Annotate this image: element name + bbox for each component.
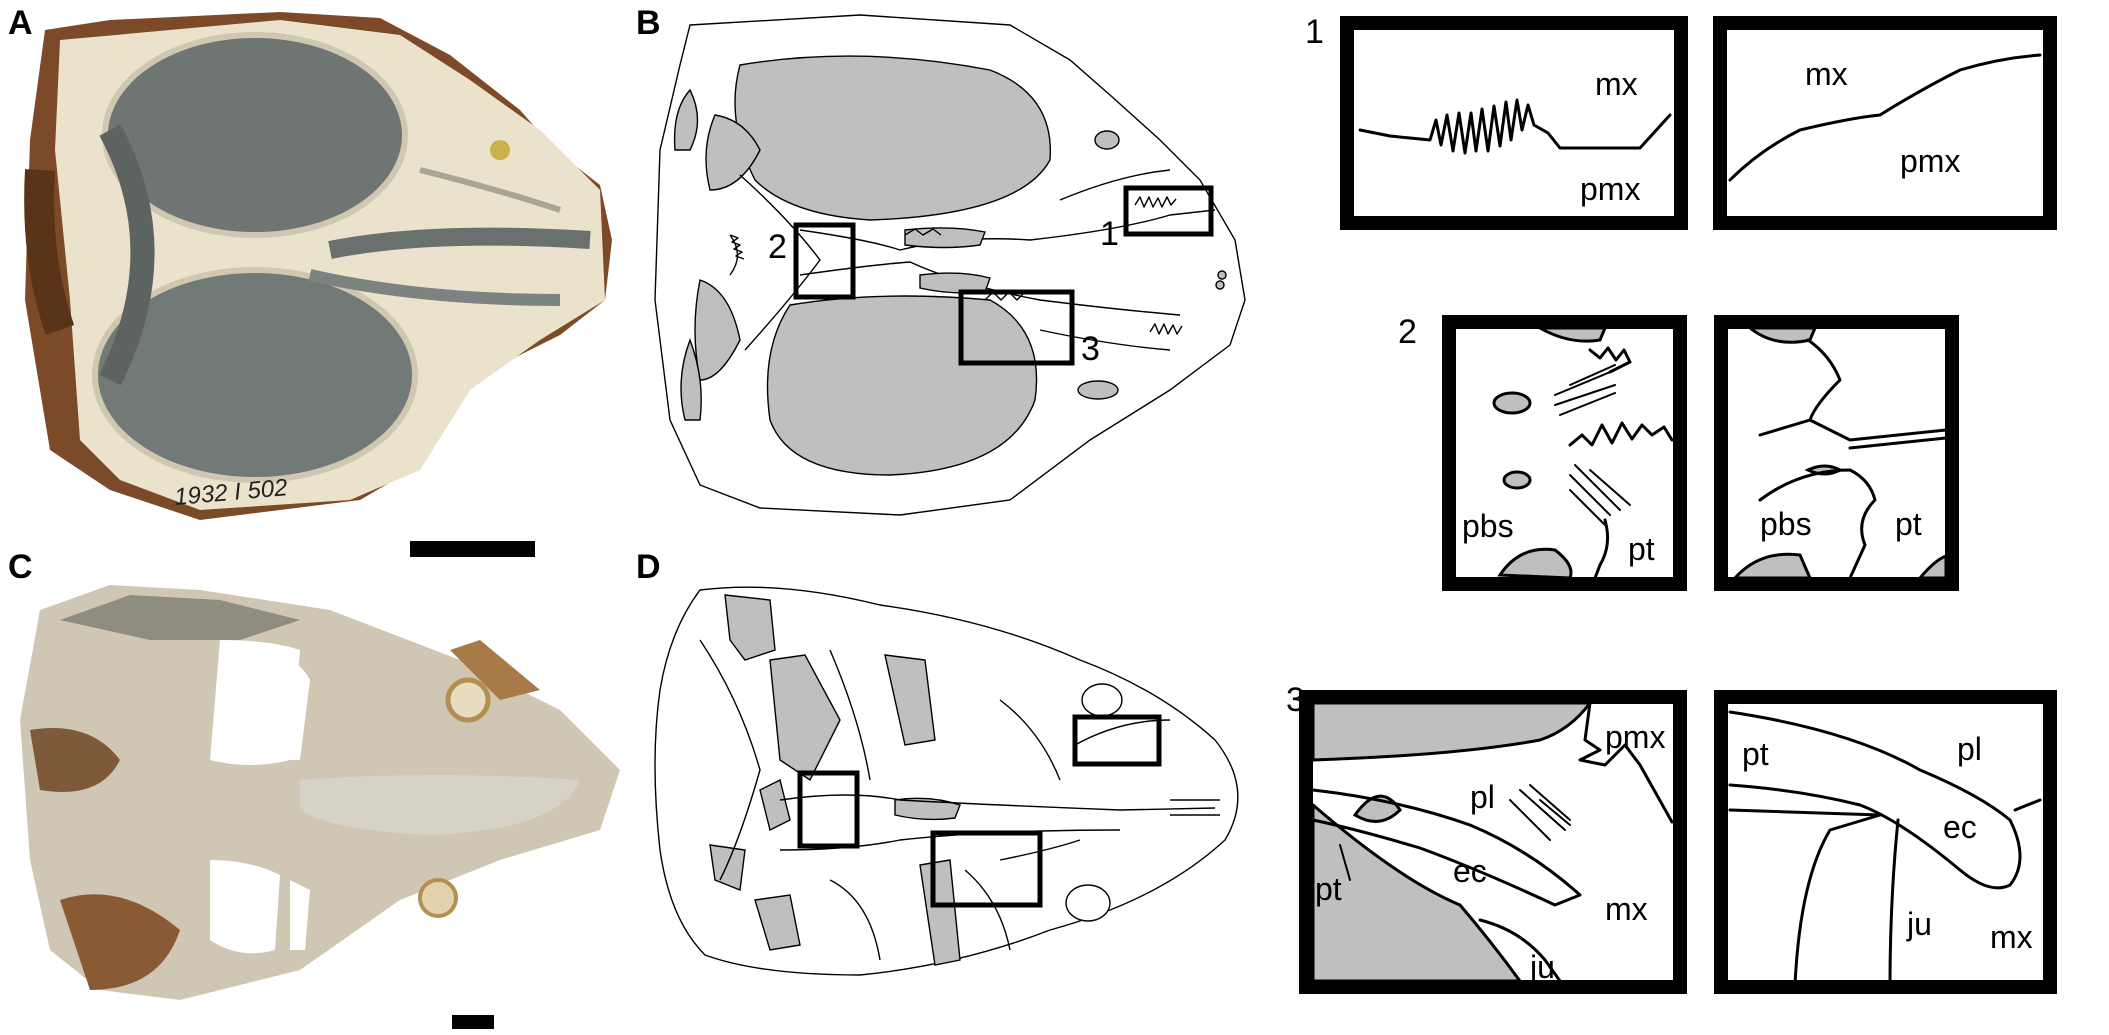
inset-2-right-label-pt: pt (1895, 506, 1922, 542)
inset-3-right: pt pl ec ju mx (1714, 690, 2057, 994)
inset-2-right: pbs pt (1714, 315, 1959, 591)
inset-3-left-label-ju: ju (1529, 949, 1555, 985)
inset-2-right-label-pbs: pbs (1760, 506, 1812, 542)
inset-1-left-label-pmx: pmx (1580, 171, 1640, 207)
inset-1-right: mx pmx (1713, 16, 2057, 230)
box-label-3: 3 (1081, 330, 1100, 368)
inset-box-2-dorsal (793, 222, 856, 300)
inset-box-3-dorsal (958, 289, 1075, 366)
panel-c-photo (20, 585, 620, 1000)
inset-1-right-label-pmx: pmx (1900, 143, 1960, 179)
inset-1-left-label-mx: mx (1595, 66, 1638, 102)
inset-2-left: pbs pt (1442, 315, 1687, 591)
box-label-1: 1 (1100, 215, 1119, 253)
panel-label-b: B (636, 4, 661, 42)
panel-label-d: D (636, 548, 661, 586)
inset-box-1-dorsal (1123, 185, 1214, 237)
inset-3-right-label-mx: mx (1990, 919, 2033, 955)
inset-3-left-label-pmx: pmx (1605, 719, 1665, 755)
inset-1-right-label-mx: mx (1805, 56, 1848, 92)
inset-3-left-label-pt: pt (1315, 871, 1342, 907)
inset-number-1: 1 (1305, 13, 1324, 51)
panel-a-photo: 1932 I 502 (24, 12, 612, 520)
inset-box-1-ventral (1072, 714, 1162, 767)
panel-label-c: C (8, 548, 33, 586)
inset-3-right-label-ju: ju (1906, 906, 1932, 942)
scale-bar-c (452, 1015, 494, 1029)
box-label-2: 2 (768, 228, 787, 266)
inset-box-3-ventral (930, 830, 1043, 908)
scale-bar-a (410, 541, 535, 557)
inset-3-right-label-pl: pl (1957, 731, 1982, 767)
inset-3-left-label-ec: ec (1453, 853, 1487, 889)
inset-3-left-label-pl: pl (1470, 779, 1495, 815)
inset-1-left: mx pmx (1340, 16, 1688, 230)
inset-number-2: 2 (1398, 313, 1417, 351)
inset-3-right-label-ec: ec (1943, 809, 1977, 845)
inset-3-left-label-mx: mx (1605, 891, 1648, 927)
drawing-d (654, 586, 1239, 976)
inset-2-left-label-pbs: pbs (1462, 508, 1514, 544)
inset-2-left-label-pt: pt (1628, 531, 1655, 567)
inset-3-left: pmx pl pt ec mx ju (1299, 690, 1687, 994)
drawing-b: 1 2 3 (654, 14, 1246, 516)
panel-label-a: A (8, 4, 33, 42)
inset-3-right-label-pt: pt (1742, 736, 1769, 772)
inset-box-2-ventral (797, 770, 860, 849)
